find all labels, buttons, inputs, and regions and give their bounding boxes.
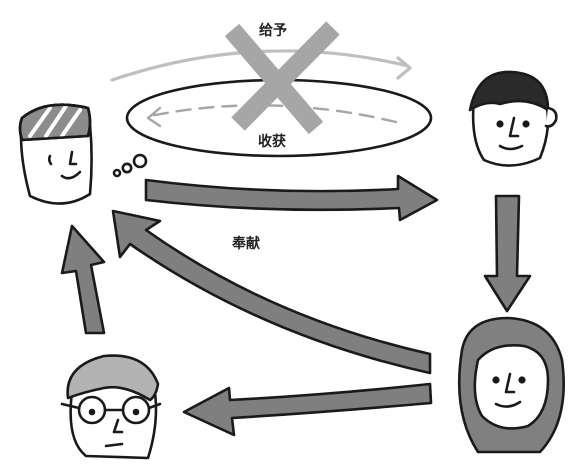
give-label: 给予 — [259, 23, 287, 39]
arrow-bottom-to-left-long — [111, 209, 432, 375]
person-bottom-left-avatar — [60, 354, 162, 460]
cross-icon — [224, 21, 340, 135]
person-left-avatar — [18, 103, 93, 205]
person-top-right-avatar — [468, 70, 558, 167]
thought-dot-medium — [121, 162, 133, 174]
gain-dashed-arrow-head — [146, 106, 162, 128]
thought-dot-small — [112, 168, 122, 178]
devote-label: 奉献 — [232, 236, 260, 252]
devote-arrow — [144, 174, 439, 222]
arrow-right-to-bottom — [483, 194, 532, 313]
person-bottom-right-avatar — [457, 316, 565, 454]
thought-dot-large — [132, 153, 148, 169]
arrow-bottom-to-bottomleft — [182, 382, 433, 437]
gain-dashed-arrow — [148, 104, 398, 124]
arrow-bottomleft-to-left — [60, 224, 106, 335]
give-arc-head — [396, 56, 412, 80]
gain-label: 收获 — [258, 134, 286, 150]
